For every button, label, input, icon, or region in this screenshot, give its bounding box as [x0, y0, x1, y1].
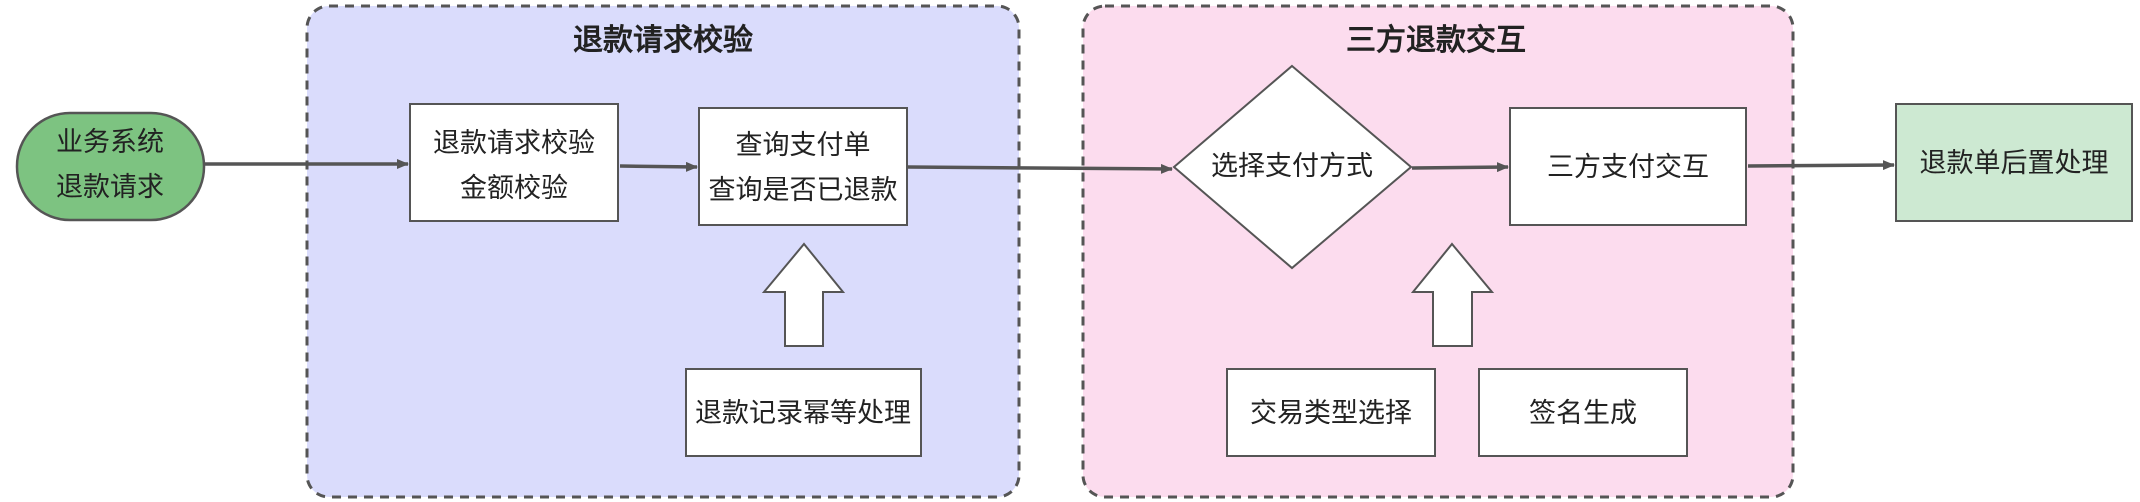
node-post-process-label: 退款单后置处理 — [1920, 148, 2109, 179]
up-arrow-idempotent — [761, 242, 846, 347]
node-start-line1: 业务系统 — [56, 127, 164, 158]
node-choose-payment-label: 选择支付方式 — [1211, 151, 1373, 182]
node-trade-type-label: 交易类型选择 — [1250, 398, 1412, 429]
node-validate-line1: 退款请求校验 — [433, 128, 595, 159]
node-idempotent — [685, 368, 922, 457]
node-idempotent-label: 退款记录幂等处理 — [695, 398, 911, 429]
node-query-line2: 查询是否已退款 — [709, 175, 898, 206]
node-query-line1: 查询支付单 — [736, 130, 871, 161]
up-arrow-trade-type — [1410, 242, 1495, 347]
arrow-validate-to-query — [619, 161, 698, 172]
node-validate-line2: 金额校验 — [460, 173, 568, 204]
node-choose-payment — [1172, 64, 1413, 270]
arrow-query-to-choose — [907, 163, 1173, 174]
node-trade-type — [1226, 368, 1436, 457]
group-third-party-title: 三方退款交互 — [1346, 23, 1526, 58]
node-third-party-pay — [1509, 107, 1747, 226]
node-third-party-pay-label: 三方支付交互 — [1547, 152, 1709, 183]
node-post-process — [1895, 103, 2133, 222]
node-start — [15, 111, 206, 222]
arrow-third-party-to-post — [1747, 160, 1895, 171]
arrow-choose-to-third-party — [1411, 162, 1509, 173]
node-signature-label: 签名生成 — [1529, 398, 1637, 429]
group-validation-title: 退款请求校验 — [573, 23, 753, 58]
node-query — [698, 107, 908, 226]
node-validate — [409, 103, 619, 222]
node-start-line2: 退款请求 — [56, 172, 164, 203]
node-signature — [1478, 368, 1688, 457]
